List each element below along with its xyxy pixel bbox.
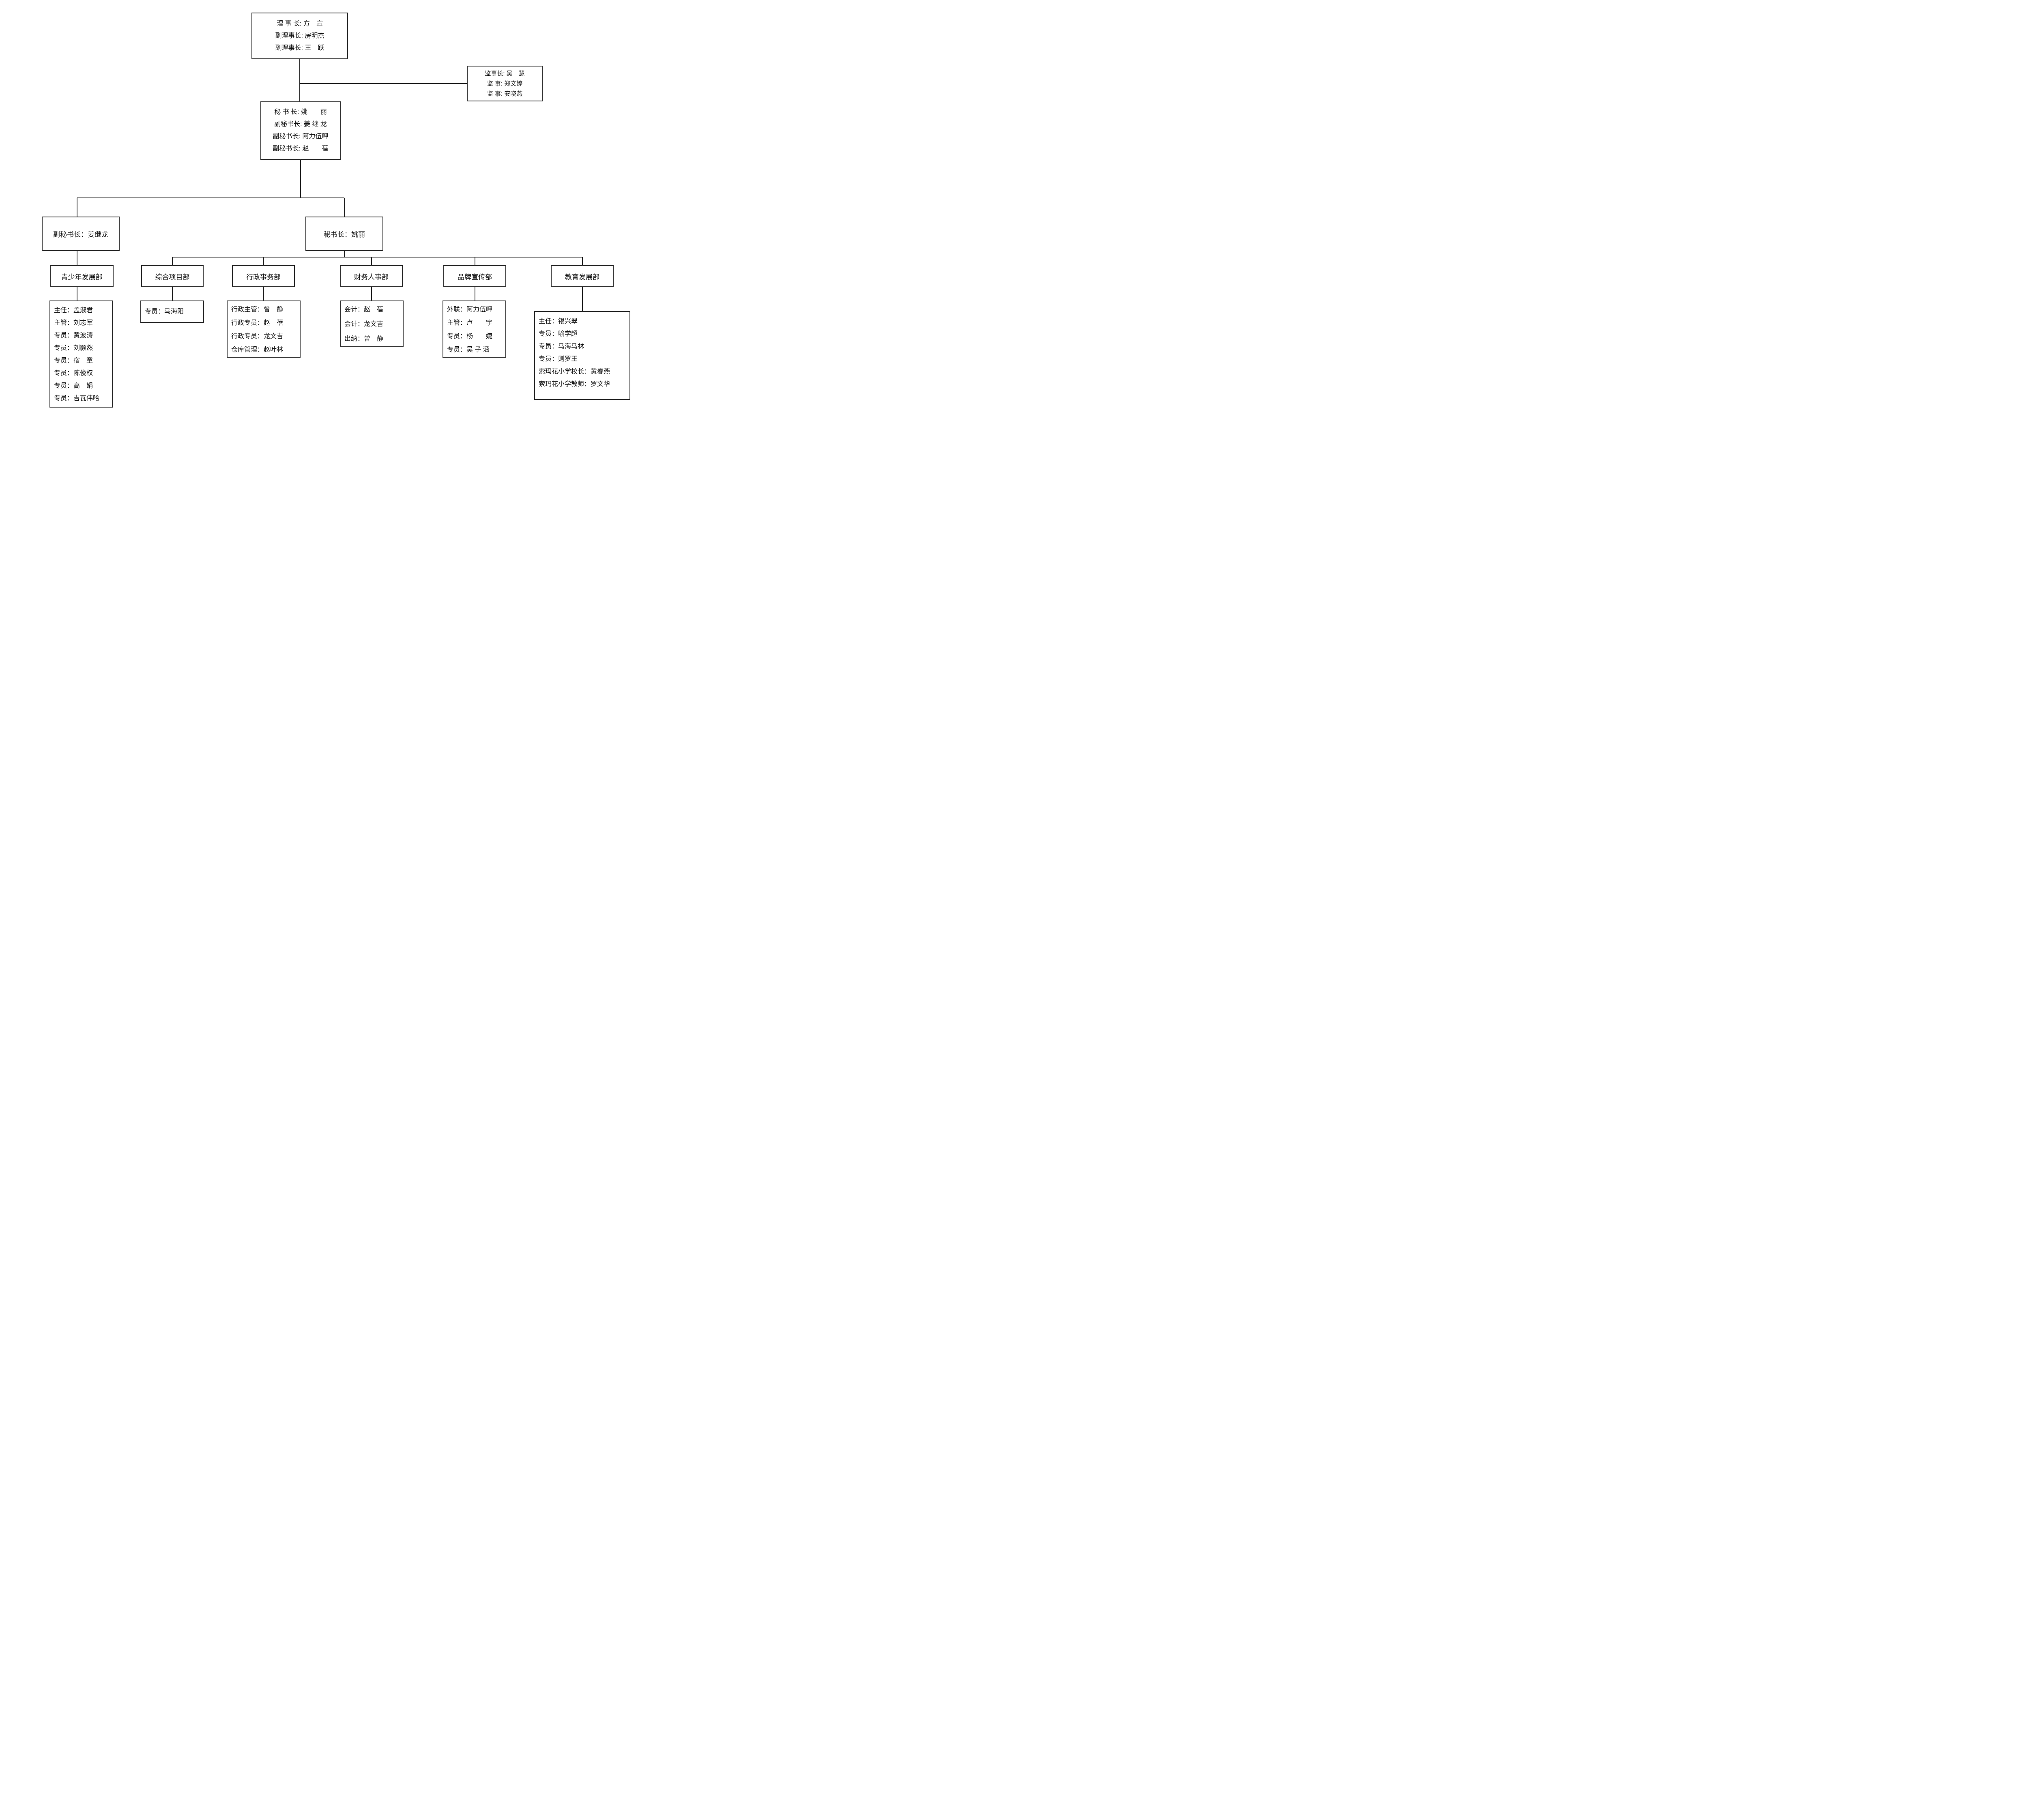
department-box-finance-hr: 财务人事部 — [340, 265, 403, 287]
member-item: 会计：赵 蓓 — [344, 306, 384, 313]
connector-lines — [77, 59, 583, 311]
member-item: 专员：吉瓦伟哈 — [54, 395, 100, 402]
deputy-secretary-1: 副秘书长: 姜 继 龙 — [274, 121, 327, 128]
org-chart: 理 事 长: 方 宣 副理事长: 房明杰 副理事长: 王 跃 监事长: 吴 慧 … — [0, 0, 664, 455]
member-list-education-dev: 主任：银兴翠 专员：喻学超 专员：马海马林 专员：则罗王 索玛花小学校长：黄春燕… — [534, 311, 630, 400]
member-item: 专员：黄波涛 — [54, 332, 93, 339]
member-item: 仓库管理：赵叶林 — [231, 346, 284, 353]
member-item: 专员：宿 童 — [54, 357, 93, 364]
board-vice-chairman-2: 副理事长: 王 跃 — [275, 44, 324, 52]
member-item: 行政专员：龙文吉 — [231, 333, 284, 340]
department-box-youth: 青少年发展部 — [50, 265, 114, 287]
member-item: 主任：孟淑君 — [54, 307, 93, 314]
member-item: 索玛花小学校长：黄春燕 — [539, 368, 610, 375]
member-item: 主管：卢 宇 — [447, 320, 493, 326]
member-item: 专员：刘颢然 — [54, 345, 93, 352]
board-box: 理 事 长: 方 宣 副理事长: 房明杰 副理事长: 王 跃 — [251, 13, 348, 59]
member-item: 专员：马海马林 — [539, 343, 584, 350]
member-item: 专员：陈俊权 — [54, 370, 93, 377]
member-item: 专员：马海阳 — [145, 308, 184, 315]
department-box-brand-publicity: 品牌宣传部 — [443, 265, 506, 287]
supervisor-1: 监 事: 郑文婷 — [487, 80, 523, 87]
member-item: 专员：喻学超 — [539, 331, 578, 337]
member-item: 专员：杨 婕 — [447, 333, 493, 340]
member-item: 出纳：曾 静 — [344, 335, 384, 342]
member-list-brand-publicity: 外联：阿力伍呷 主管：卢 宇 专员：杨 婕 专员：吴 子 涵 — [443, 300, 506, 358]
member-list-finance-hr: 会计：赵 蓓 会计：龙文吉 出纳：曾 静 — [340, 300, 404, 347]
supervisor-2: 监 事: 安晓燕 — [487, 90, 523, 97]
deputy-secretary-3: 副秘书长: 赵 蓓 — [273, 145, 329, 152]
supervisors-box: 监事长: 吴 慧 监 事: 郑文婷 监 事: 安晓燕 — [467, 66, 543, 101]
member-item: 专员：吴 子 涵 — [447, 346, 490, 353]
member-item: 行政主管：曾 静 — [231, 306, 284, 313]
member-item: 会计：龙文吉 — [344, 321, 384, 328]
department-box-education-dev: 教育发展部 — [551, 265, 614, 287]
member-item: 专员：则罗王 — [539, 356, 578, 363]
member-list-youth: 主任：孟淑君 主管：刘志军 专员：黄波涛 专员：刘颢然 专员：宿 童 专员：陈俊… — [49, 300, 113, 408]
secretary-general: 秘 书 长: 姚 丽 — [274, 109, 327, 116]
board-vice-chairman-1: 副理事长: 房明杰 — [275, 32, 324, 39]
member-item: 外联：阿力伍呷 — [447, 306, 493, 313]
member-item: 专员：高 娟 — [54, 382, 93, 389]
department-box-admin-affairs: 行政事务部 — [232, 265, 295, 287]
secretariat-box: 秘 书 长: 姚 丽 副秘书长: 姜 继 龙 副秘书长: 阿力伍呷 副秘书长: … — [260, 101, 341, 160]
member-item: 主管：刘志军 — [54, 320, 93, 326]
board-chairman: 理 事 长: 方 宣 — [277, 20, 323, 27]
chief-supervisor: 监事长: 吴 慧 — [485, 70, 525, 77]
deputy-secretary-box: 副秘书长：姜继龙 — [42, 217, 120, 251]
member-item: 行政专员：赵 蓓 — [231, 320, 284, 326]
member-list-admin-affairs: 行政主管：曾 静 行政专员：赵 蓓 行政专员：龙文吉 仓库管理：赵叶林 — [227, 300, 301, 358]
member-item: 索玛花小学教师：罗文华 — [539, 381, 610, 388]
secretary-box: 秘书长：姚丽 — [305, 217, 383, 251]
member-item: 主任：银兴翠 — [539, 318, 578, 325]
department-box-general-projects: 综合项目部 — [141, 265, 204, 287]
member-list-general-projects: 专员：马海阳 — [140, 300, 204, 323]
deputy-secretary-2: 副秘书长: 阿力伍呷 — [273, 133, 329, 140]
